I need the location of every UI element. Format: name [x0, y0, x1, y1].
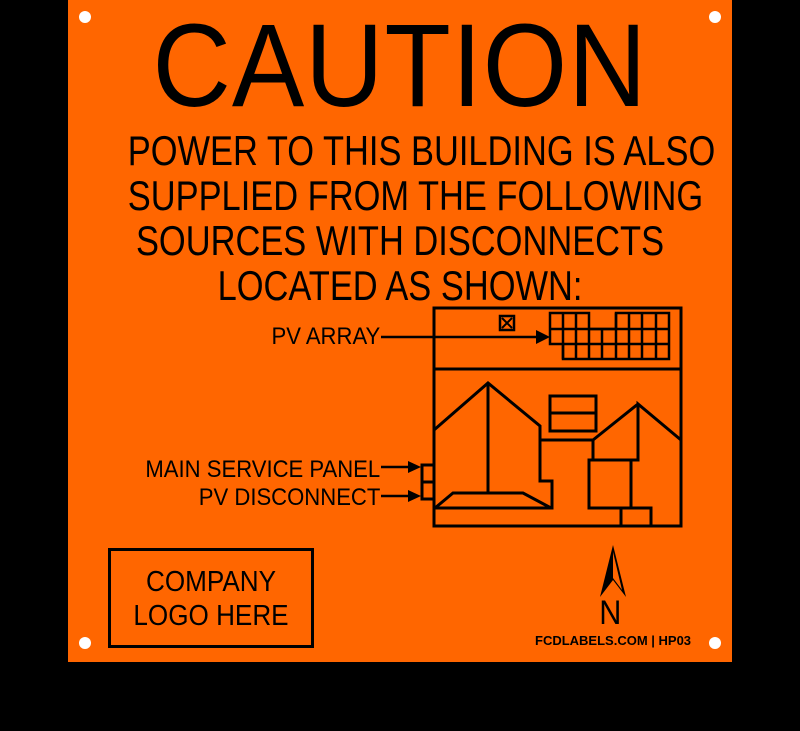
- logo-line: LOGO HERE: [133, 600, 289, 632]
- mounting-hole-top-right: [709, 11, 721, 23]
- mounting-hole-bottom-right: [709, 637, 721, 649]
- body-line: LOCATED AS SHOWN:: [217, 262, 583, 309]
- pv-disconnect-label: PV DISCONNECT: [198, 484, 380, 511]
- pv-array-icon: [548, 311, 671, 361]
- main-service-panel-label: MAIN SERVICE PANEL: [145, 456, 380, 483]
- rooftop-disconnect-icon: [498, 314, 516, 332]
- site-diagram: [381, 306, 683, 597]
- north-arrow-icon: [600, 545, 626, 597]
- body-line: SOURCES WITH DISCONNECTS: [135, 217, 665, 264]
- house-right-icon: [587, 400, 682, 528]
- caution-sign: CAUTION POWER TO THIS BUILDING IS ALSO S…: [68, 0, 732, 662]
- body-line: POWER TO THIS BUILDING IS ALSO: [127, 127, 716, 174]
- north-label: N: [599, 594, 622, 632]
- sign-title: CAUTION: [152, 0, 648, 132]
- mounting-hole-bottom-left: [79, 637, 91, 649]
- electrical-panel-icon: [420, 463, 436, 501]
- footer-text: FCDLABELS.COM | HP03: [535, 633, 692, 648]
- house-left-icon: [433, 381, 554, 510]
- mounting-hole-top-left: [79, 11, 91, 23]
- pv-array-label: PV ARRAY: [271, 323, 380, 350]
- logo-line: COMPANY: [145, 566, 277, 598]
- company-logo-placeholder: COMPANY LOGO HERE: [108, 548, 314, 648]
- sign-body-text: POWER TO THIS BUILDING IS ALSO SUPPLIED …: [127, 127, 716, 309]
- body-line: SUPPLIED FROM THE FOLLOWING: [127, 172, 704, 219]
